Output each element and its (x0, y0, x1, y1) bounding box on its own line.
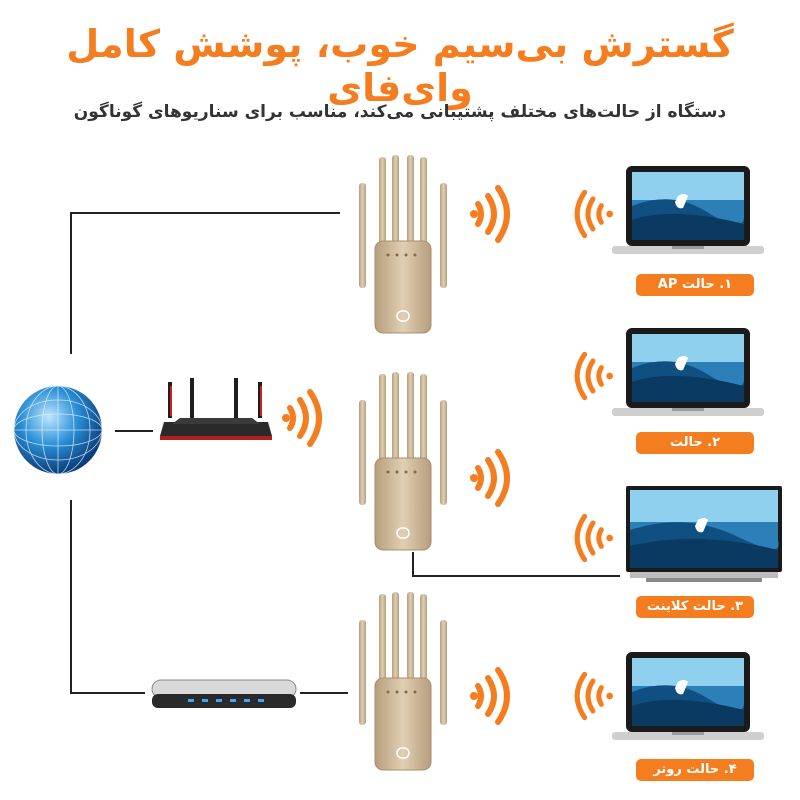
wifi-waves-icon (568, 186, 618, 242)
connector-line (115, 430, 153, 432)
wifi-waves-icon (568, 668, 618, 724)
connector-line (300, 692, 348, 694)
wifi-waves-icon (568, 510, 618, 566)
connector-line (70, 692, 145, 694)
tv-icon (626, 486, 782, 582)
page-subtitle: دستگاه از حالت‌های مختلف پشتیبانی می‌کند… (73, 102, 727, 122)
connector-line (412, 575, 620, 577)
connector-line (412, 552, 414, 576)
repeater-icon (358, 371, 448, 551)
page-title: گسترش بی‌سیم خوب، پوشش کامل وای‌فای (66, 22, 734, 110)
wifi-waves-icon (568, 348, 618, 404)
repeater-icon (358, 154, 448, 334)
wifi-waves-icon (470, 668, 530, 724)
laptop-icon (612, 166, 764, 254)
switch-icon (151, 679, 297, 708)
connector-line (70, 500, 72, 692)
mode-badge-ap: ۱. حالت AP (636, 274, 754, 296)
laptop-icon (612, 652, 764, 740)
wifi-waves-icon (470, 186, 530, 242)
wifi-waves-icon (282, 390, 342, 446)
mode-badge-router: ۴. حالت روتر (636, 759, 754, 781)
wifi-waves-icon (470, 450, 530, 506)
mode-badge-client: ۳. حالت کلاینت (636, 596, 754, 618)
mode-badge-repeater: ۲. حالت تکرارکننده (636, 432, 754, 472)
laptop-icon (612, 328, 764, 416)
connector-line (70, 212, 340, 214)
router-icon (160, 378, 272, 440)
apple-logo-icon (695, 518, 708, 533)
connector-line (70, 212, 72, 354)
repeater-icon (358, 591, 448, 771)
globe-icon (13, 385, 103, 475)
